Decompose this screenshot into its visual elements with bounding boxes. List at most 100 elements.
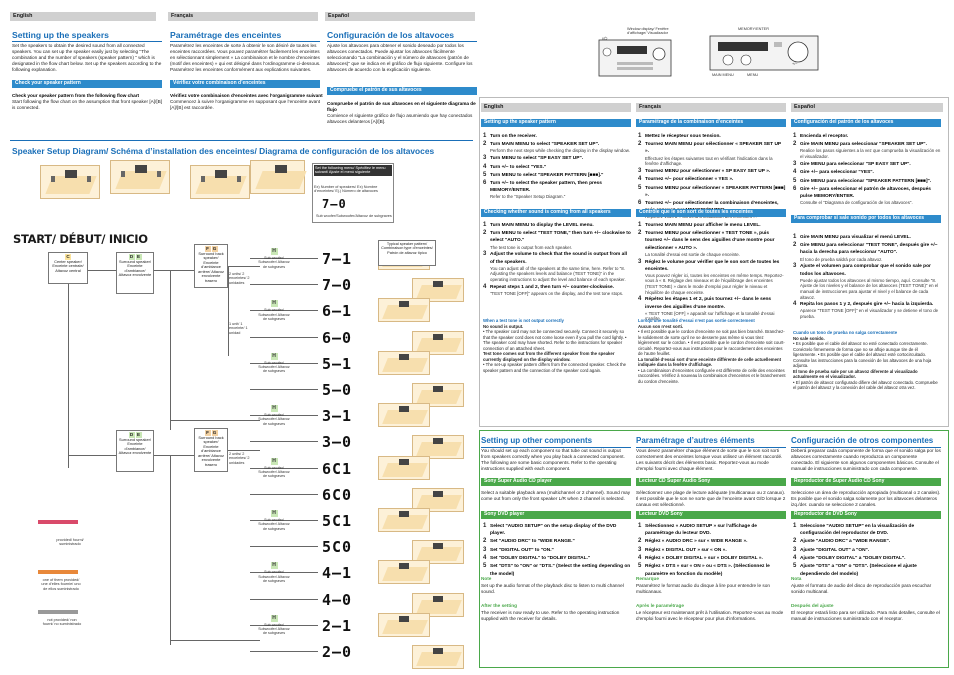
section-other-es: Configuración de otros componentes	[791, 436, 941, 448]
speaker-pattern-code: 6–0	[322, 328, 353, 347]
units-1-a: 1 unit/ 1 enceinte/ 1 unidad	[229, 322, 248, 335]
after-title-fr: Après le paramétrage	[636, 603, 684, 608]
speaker-pattern-code: 2–0	[322, 643, 353, 661]
step-number: 1	[638, 222, 642, 228]
trunk-horizontal-1	[68, 270, 116, 271]
trouble-case: El tono de prueba sale por un altavoz di…	[793, 368, 918, 380]
step-number: 4	[483, 163, 487, 170]
step-content: Turn MENU to select "SP EASY SET UP".	[490, 155, 583, 162]
step-number: 3	[638, 258, 642, 265]
subwoofer-label: Sub woofer/ Subwoofer/ Altavoz de subgra…	[258, 518, 290, 531]
step-number: 4	[483, 283, 487, 290]
note-body-es: Ajuste el formato de audio del disco de …	[791, 583, 932, 595]
step-content: Ajuste "DOLBY DIGITAL" a "DOLBY DIGITAL"…	[800, 555, 905, 562]
step-text: Sélectionnez « AUDIO SETUP » sur l’affic…	[645, 524, 757, 537]
step-detail: Aparece "TEST TONE [OFF]" en el visualiz…	[800, 308, 939, 320]
node-surround-1-label: Surround speaker/ Enceinte d’ambiance/ A…	[118, 259, 152, 278]
note-title-es: Nota	[791, 576, 802, 581]
branch-2v	[170, 455, 171, 645]
start-label: START/ DÉBUT/ INICIO	[13, 232, 148, 246]
intro-es: Ajuste los altavoces para obtener el son…	[327, 43, 473, 73]
step-number: 1	[793, 523, 797, 529]
step-content: Réglez « DOLBY DIGITAL » sur « DOLBY DIG…	[645, 555, 763, 562]
key-one-box	[38, 570, 78, 574]
pattern-room	[412, 592, 464, 617]
box-h: H	[270, 457, 278, 465]
step-text: Select "AUDIO SETUP" on the setup displa…	[490, 524, 617, 537]
step-text: Turn MAIN MENU to select "SPEAKER SET UP…	[490, 142, 600, 148]
step-number: 1	[483, 523, 487, 529]
row-connector	[250, 310, 318, 312]
node-surround-back-2-label: Surround back speaker/ Enceinte d’ambian…	[198, 435, 224, 467]
branch-sb1	[228, 266, 260, 267]
step-content: Turn MAIN MENU to display the LEVEL menu…	[490, 222, 594, 229]
pattern-room	[412, 540, 464, 565]
pattern-room	[378, 455, 430, 480]
box-c: C	[65, 254, 71, 260]
step-content: Ajuste el volumen para comprobar que el …	[800, 263, 941, 300]
step-content: Gire MAIN MENU para seleccionar "SPEAKER…	[800, 141, 941, 159]
label-menu: MENU	[747, 73, 759, 77]
step-number: 2	[638, 141, 642, 148]
step-text: Adjust the volume to check that the soun…	[490, 252, 627, 265]
legend-example-code: 7–0	[322, 197, 347, 211]
subwoofer-label: Sub woofer/ Subwoofer/ Altavoz de subgra…	[258, 570, 290, 583]
step-detail: El tono de prueba saldrá por cada altavo…	[800, 256, 883, 262]
check-sub-fr: Vérifiez votre combinaison d’enceintes a…	[170, 93, 323, 98]
after-title-en: After the setting	[481, 603, 517, 608]
bar-check-pattern-fr: Vérifiez votre combinaison d’enceintes	[170, 80, 320, 88]
branch-2	[154, 455, 194, 456]
step-text: Tournez MAIN MENU pour sélectionner « SP…	[645, 142, 782, 155]
step-detail: Effectuez les étapes suivantes tout en v…	[645, 155, 773, 167]
diagram-title: Speaker Setup Diagram/ Schéma d’installa…	[12, 146, 435, 156]
pattern-room	[412, 645, 464, 669]
right-components-panel	[479, 430, 949, 668]
speaker-pattern-code: 2–1	[322, 616, 353, 635]
branch-sb2	[228, 450, 260, 451]
check-sub-es: Compruebe el patrón de sus altavoces en …	[327, 101, 476, 113]
step-content: Encienda el receptor.	[800, 133, 848, 140]
box-d-1: D	[128, 254, 135, 260]
step-content: Turn on the receiver.	[490, 133, 537, 140]
step-content: Set "DTS" to "ON" or "DTS." (Select the …	[490, 563, 631, 577]
trouble-title: Cuando un tono de prueba no salga correc…	[793, 330, 898, 335]
step-text: Turn on the receiver.	[490, 134, 537, 139]
step-number: 5	[483, 563, 487, 570]
receiver-panel-zoom	[708, 30, 820, 78]
box-h: H	[270, 248, 278, 255]
step-content: Ajuste "AUDIO DRC" a "WIDE RANGE".	[800, 538, 890, 545]
box-h: H	[270, 352, 278, 360]
example-room-3	[190, 165, 250, 199]
control-panel-icon	[709, 35, 819, 71]
step-text: Ajuste el volumen para comprobar que el …	[800, 264, 931, 277]
key-provided: provided/ fourni/ suministrado	[56, 538, 84, 547]
step-content: Tournez MAIN MENU pour afficher le menu …	[645, 222, 761, 229]
bar-dvd-en: Sony DVD player	[481, 511, 631, 519]
step-number: 4	[483, 555, 487, 562]
step-content: Réglez « DIGITAL OUT » sur « ON ».	[645, 547, 727, 554]
row-connector	[250, 624, 318, 626]
step-number: 1	[793, 234, 797, 240]
step-content: Gire MAIN MENU para visualizar el menú L…	[800, 234, 911, 241]
branch-4	[170, 640, 260, 641]
bar-check-pattern-es: Compruebe el patrón de sus altavoces	[327, 87, 477, 95]
step-detail: Refer to the "Speaker Setup Diagram."	[490, 194, 566, 200]
lang-tag-en: English	[10, 12, 156, 21]
row-connector	[250, 336, 318, 338]
speaker-pattern-code: 5C1	[322, 512, 353, 530]
step-text: Turn MENU to select "TEST TONE," then tu…	[490, 231, 631, 244]
row-connector	[250, 467, 318, 469]
